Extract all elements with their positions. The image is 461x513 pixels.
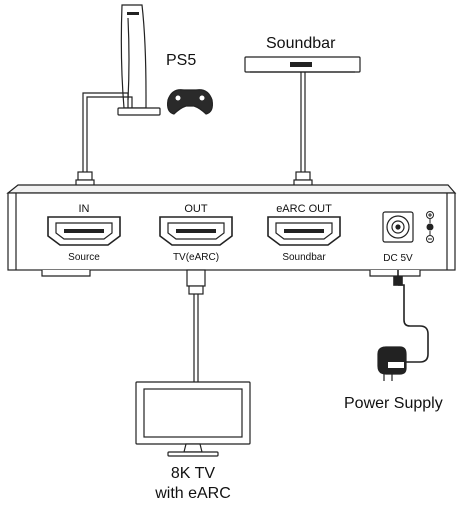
dc-power-port — [382, 211, 414, 243]
tv-label-line1: 8K TV — [171, 465, 216, 482]
dc-port-label: DC 5V — [383, 253, 413, 264]
tv-hdmi-cable — [186, 269, 206, 382]
power-supply-label: Power Supply — [344, 395, 443, 412]
hdmi-in-port — [47, 216, 121, 246]
in-port-label: IN — [79, 203, 90, 215]
out-port-sub: TV(eARC) — [173, 252, 219, 263]
ps5-controller-icon — [167, 89, 213, 115]
power-adapter-icon — [377, 346, 407, 381]
soundbar-hdmi-cable — [293, 72, 313, 197]
soundbar-device — [244, 56, 361, 73]
hdmi-earc-port — [267, 216, 341, 246]
hdmi-out-port — [159, 216, 233, 246]
soundbar-label: Soundbar — [266, 35, 336, 52]
out-port-label: OUT — [184, 203, 208, 215]
in-port-sub: Source — [68, 252, 100, 263]
polarity-icon — [426, 211, 434, 243]
earc-port-sub: Soundbar — [282, 252, 326, 263]
power-cable — [393, 270, 429, 363]
earc-port-label: eARC OUT — [276, 203, 332, 215]
tv-label-line2: with eARC — [154, 485, 231, 502]
ps5-console — [117, 4, 161, 116]
ps5-label: PS5 — [166, 52, 196, 69]
tv-icon — [135, 381, 251, 457]
